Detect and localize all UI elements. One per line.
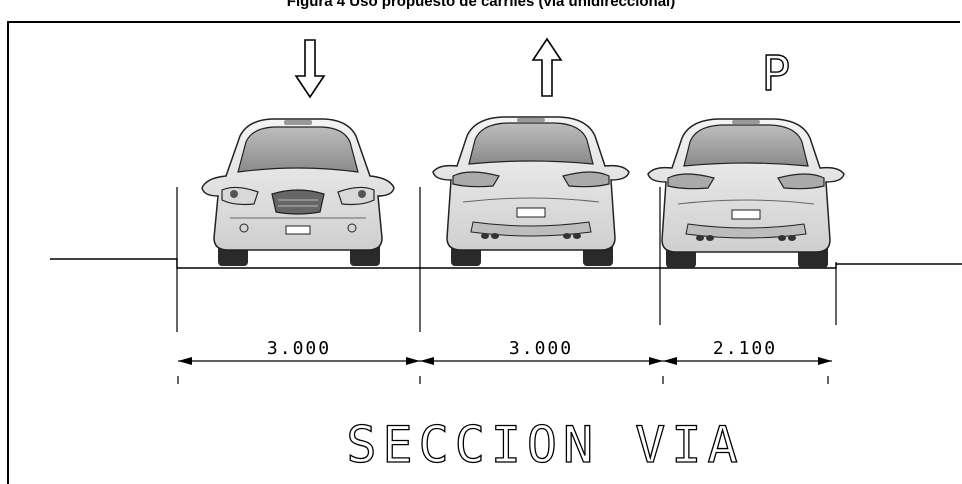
lane-2-width-label: 3.000 [509, 338, 573, 359]
lane-3-width-label: 2.100 [713, 338, 777, 359]
arrow-down-icon [294, 39, 326, 99]
figure-title: Figura 4 Uso propuesto de carriles (via … [286, 0, 676, 10]
car-rear-lane-2 [432, 116, 630, 267]
car-rear-lane-3 [647, 118, 845, 269]
lane-dividers [176, 187, 837, 332]
section-label: SECCION VIA [346, 416, 743, 474]
drawing-frame [7, 21, 960, 484]
arrow-up-icon [531, 37, 563, 97]
dimension-line [177, 360, 832, 384]
parking-lane-indicator: P [762, 46, 791, 102]
lane-1-width-label: 3.000 [267, 338, 331, 359]
road-profile [50, 258, 962, 269]
car-front-lane-1 [201, 118, 395, 267]
